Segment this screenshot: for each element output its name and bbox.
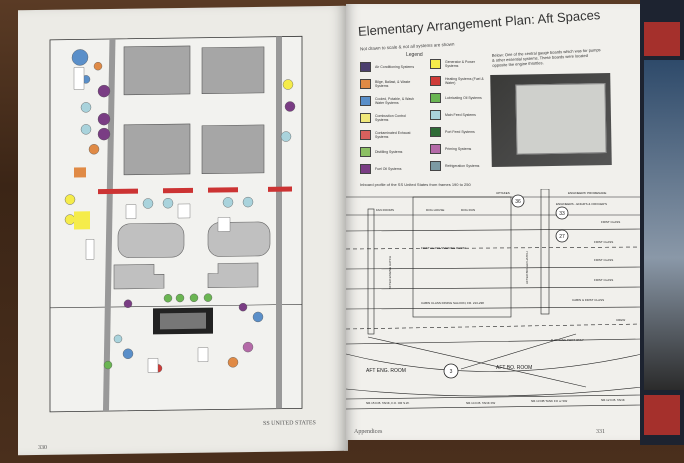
footer-title: SS UNITED STATES (263, 420, 316, 427)
page-subtitle: Not drawn to scale & not all systems are… (359, 41, 455, 52)
left-page: SS UNITED STATES 330 (18, 5, 348, 456)
room-label: ENGINEERS' PROMENADE (568, 191, 606, 195)
legend-label: Cooled, Potable, & Wash Water Systems (375, 96, 414, 105)
legend-swatch (430, 144, 441, 154)
legend-item: Generator & Power Systems (430, 59, 486, 69)
frame-circle: 36 (515, 199, 521, 205)
room-label: CREW (616, 318, 625, 322)
room-label: CABIN & FIRST CLASS (572, 298, 604, 302)
legend-label: Generator & Power Systems (445, 59, 475, 68)
legend-label: Priming Systems (445, 146, 472, 151)
room-label: ENGINEERS - ENGR'S & OFFICER'S (556, 202, 607, 206)
room-label: D.W. TANK PORT ONLY (551, 338, 584, 342)
room-label: CABIN CLASS DINING SALOON, FR. 213-238 (421, 301, 484, 305)
room-label: DOG HOUSE (426, 208, 444, 212)
legend-swatch (430, 93, 441, 103)
room-label: AFT ENG. ROOM (366, 368, 406, 374)
room-label: AFTER BOILER HATCH (525, 251, 529, 284)
legend-label: Fuel Oil Systems (375, 166, 402, 171)
legend-swatch (360, 164, 371, 174)
legend-item: Lubricating Oil Systems (430, 93, 486, 103)
legend-item: Air Conditioning Systems (360, 62, 416, 72)
legend-item: Priming Systems (430, 144, 486, 154)
legend-label: Contaminated Exhaust Systems (375, 130, 411, 139)
legend-label: Distilling Systems (375, 149, 403, 154)
legend-swatch (430, 161, 441, 171)
legend-label: Main Feed Systems (445, 112, 476, 117)
book-cover-edge (640, 0, 684, 445)
page-number: 331 (596, 429, 605, 435)
gauge-board-photo (490, 72, 612, 168)
legend-item: Refrigeration Systems (430, 161, 486, 171)
legend-item: Cooled, Potable, & Wash Water Systems (360, 96, 416, 106)
footer-section: Appendices (354, 429, 383, 435)
room-label: FIRST CLASS (594, 240, 613, 244)
room-label: FIRST CLASS (594, 258, 613, 262)
legend-swatch (360, 96, 371, 106)
room-label: FAN ROOMS (376, 208, 394, 212)
legend-label: Combustion Control Systems (375, 113, 406, 122)
legend-swatch (360, 113, 371, 123)
legend-label: Heating Systems (Fuel & Water) (445, 76, 484, 85)
room-label: FIRST CLASS SMOKING ROOM (421, 246, 466, 250)
room-label: NR.15 D.B. TANK, F.O. OR S.W. (366, 401, 410, 405)
frame-circle: 3 (450, 369, 453, 375)
legend-label: Port Feed Systems (445, 129, 475, 134)
systems-diagram (49, 35, 303, 413)
legend-swatch (360, 147, 371, 157)
inboard-profile-drawing: 36 33 27 3 FIRST CLASS SMOKING ROOM CABI… (346, 189, 642, 410)
legend-label: Air Conditioning Systems (375, 64, 415, 69)
legend-swatch (360, 79, 371, 89)
right-page: Elementary Arrangement Plan: Aft Spaces … (346, 4, 642, 440)
legend-item: Bilge, Ballast, & Waste Systems (360, 79, 416, 89)
legend-item: Contaminated Exhaust Systems (360, 130, 416, 140)
legend-item: Main Feed Systems (430, 110, 486, 120)
legend-swatch (360, 62, 371, 72)
room-label: FIRST CLASS (594, 278, 613, 282)
legend-label: Refrigeration Systems (445, 163, 480, 168)
room-label: NR.12 D.B. TANK (601, 398, 625, 402)
legend-item: Port Feed Systems (430, 127, 486, 137)
legend-label: Bilge, Ballast, & Waste Systems (375, 79, 411, 88)
legend-label: Lubricating Oil Systems (445, 95, 482, 100)
room-label: UPTAKES (496, 191, 510, 195)
page-number: 330 (38, 444, 47, 452)
legend-item: Combustion Control Systems (360, 113, 416, 123)
legend-heading: Legend (406, 52, 423, 58)
room-label: AFTER ENGINE HATCH (388, 256, 392, 289)
legend-swatch (360, 130, 371, 140)
legend-swatch (430, 59, 441, 69)
photo-caption: Below: One of the central gauge boards w… (491, 47, 601, 69)
room-label: AFT BO. ROOM (496, 365, 532, 371)
profile-label: Inboard profile of the SS United States … (360, 182, 471, 187)
frame-circle: 33 (559, 211, 565, 217)
legend-item: Distilling Systems (360, 147, 416, 157)
legend-swatch (430, 127, 441, 137)
room-label: NR.14 D.B. TANK FW (466, 401, 495, 405)
legend-swatch (430, 76, 441, 86)
room-label: NR.13 DB TANK FO or SW (531, 399, 567, 403)
room-label: DOG RUN (461, 208, 475, 212)
legend-swatch (430, 110, 441, 120)
legend-item: Heating Systems (Fuel & Water) (430, 76, 486, 86)
legend-item: Fuel Oil Systems (360, 164, 416, 174)
room-label: FIRST CLASS (601, 220, 620, 224)
frame-circle: 27 (559, 234, 565, 240)
page-title: Elementary Arrangement Plan: Aft Spaces (357, 7, 601, 39)
